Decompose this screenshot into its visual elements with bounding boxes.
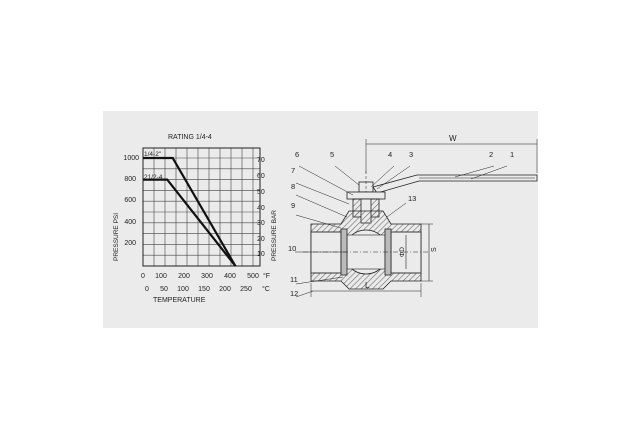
pressure-temperature-chart: RATING 1/4-4 1/4-2" 21/2-4 200 400 600 8… [113,134,278,304]
handle-lever [372,174,538,194]
y-axis-psi-ticks: 200 400 600 800 1000 [123,155,139,247]
x-tick-f: 500 [247,273,259,280]
y-tick-bar: 20 [257,236,265,243]
x-tick-c: 250 [240,286,252,293]
part-labels: 1 2 3 4 5 6 7 8 9 10 11 12 13 [288,150,514,298]
y-tick-bar: 10 [257,251,265,258]
y-tick-psi: 600 [124,197,136,204]
x-tick-c: 0 [145,286,149,293]
y-tick-psi: 1000 [123,155,139,162]
chart-title: RATING 1/4-4 [168,134,212,141]
part-label: 12 [290,289,298,298]
x-tick-c: 200 [219,286,231,293]
part-label: 9 [291,201,295,210]
chart-frame [142,147,261,267]
y-axis-label-bar: PRESSURE BAR [271,210,278,261]
part-label: 1 [510,150,514,159]
x-tick-c: 150 [198,286,210,293]
leader-lines [295,165,508,298]
x-axis-label: TEMPERATURE [153,297,206,304]
x-tick-f: 400 [224,273,236,280]
part-label: 4 [388,150,392,159]
chart-series [143,156,237,267]
y-tick-psi: 400 [124,219,136,226]
stem-gland [346,191,386,200]
series-label-1: 1/4-2" [144,151,162,158]
part-label: 7 [291,166,295,175]
y-axis-bar-ticks: 10 20 30 40 50 60 70 [257,157,265,258]
dim-d-label: ΦD [399,247,406,257]
drawing-canvas: RATING 1/4-4 1/4-2" 21/2-4 200 400 600 8… [113,134,538,304]
end-port-left [310,231,342,274]
x-axis-f-ticks: 0 100 200 300 400 500 [141,273,259,280]
x-axis-c-ticks: 0 50 100 150 200 250 [145,286,252,293]
thread-marks [313,231,419,274]
y-tick-bar: 30 [257,220,265,227]
part-label: 6 [295,150,299,159]
dim-s-label: S [431,247,438,252]
part-label: 2 [489,150,493,159]
part-label: 11 [290,275,298,284]
x-tick-c: 50 [160,286,168,293]
y-tick-psi: 800 [124,176,136,183]
x-tick-f: 100 [155,273,167,280]
y-tick-bar: 40 [257,205,265,212]
ball-valve-drawing [295,139,538,298]
y-tick-bar: 70 [257,157,265,164]
series-label-2: 21/2-4 [144,174,163,181]
drawing-sheet: RATING 1/4-4 1/4-2" 21/2-4 200 400 600 8… [103,111,538,328]
y-tick-bar: 60 [257,173,265,180]
y-axis-label-psi: PRESSURE PSI [113,213,120,261]
series-line-2 [143,178,237,267]
dim-w-label: W [449,134,457,143]
dim-l-label: L [365,281,370,290]
chart-grid [142,148,260,266]
x-tick-c: 100 [177,286,189,293]
part-label: 13 [408,194,416,203]
part-label: 8 [291,182,295,191]
x-unit-c: °C [262,285,270,293]
y-tick-psi: 200 [124,240,136,247]
part-label: 5 [330,150,334,159]
series-line-1 [143,156,237,267]
y-tick-bar: 50 [257,189,265,196]
part-label: 3 [409,150,413,159]
part-label: 10 [288,244,296,253]
x-tick-f: 0 [141,273,145,280]
x-unit-f: °F [263,272,270,280]
x-tick-f: 300 [201,273,213,280]
x-tick-f: 200 [178,273,190,280]
